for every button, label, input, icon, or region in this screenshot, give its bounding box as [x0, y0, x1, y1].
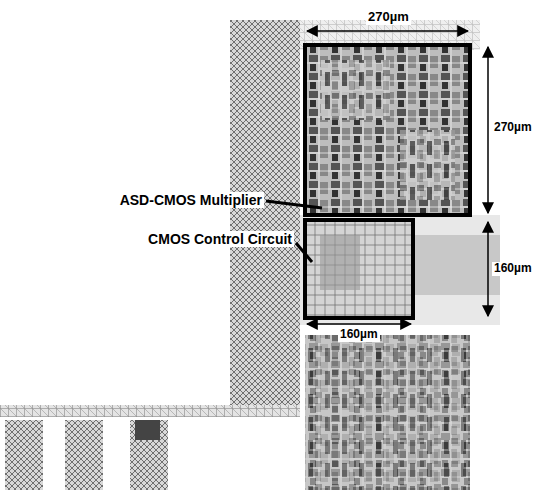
- dimension-label: 270µm: [492, 121, 534, 135]
- pad: [130, 420, 168, 490]
- leader-line: [296, 243, 312, 262]
- leader-line: [266, 201, 322, 208]
- control-layout: [305, 220, 413, 318]
- pad-contact: [135, 420, 160, 440]
- pad: [65, 420, 103, 490]
- dimension-label: 160µm: [492, 262, 534, 276]
- dimension-label: 270µm: [366, 10, 411, 25]
- part-label: ASD-CMOS Multiplier: [118, 192, 264, 208]
- dimension-arrow: [487, 47, 489, 213]
- logic-block: [305, 335, 470, 490]
- dimension-arrow: [307, 323, 411, 325]
- dimension-arrow: [487, 222, 489, 316]
- multiplier-layout: [320, 60, 390, 120]
- part-label: CMOS Control Circuit: [146, 231, 294, 247]
- pad: [5, 420, 43, 490]
- multiplier-layout: [305, 45, 470, 215]
- dimension-label: 160µm: [338, 328, 380, 342]
- multiplier-outline: [305, 45, 470, 215]
- power-rail: [230, 20, 300, 415]
- logic-block: [305, 335, 470, 490]
- control-outline: [305, 220, 413, 318]
- wire-bus: [0, 405, 300, 417]
- multiplier-layout: [400, 130, 455, 200]
- control-layout: [320, 235, 360, 290]
- routing-area: [300, 215, 500, 325]
- dimension-arrow: [307, 30, 468, 32]
